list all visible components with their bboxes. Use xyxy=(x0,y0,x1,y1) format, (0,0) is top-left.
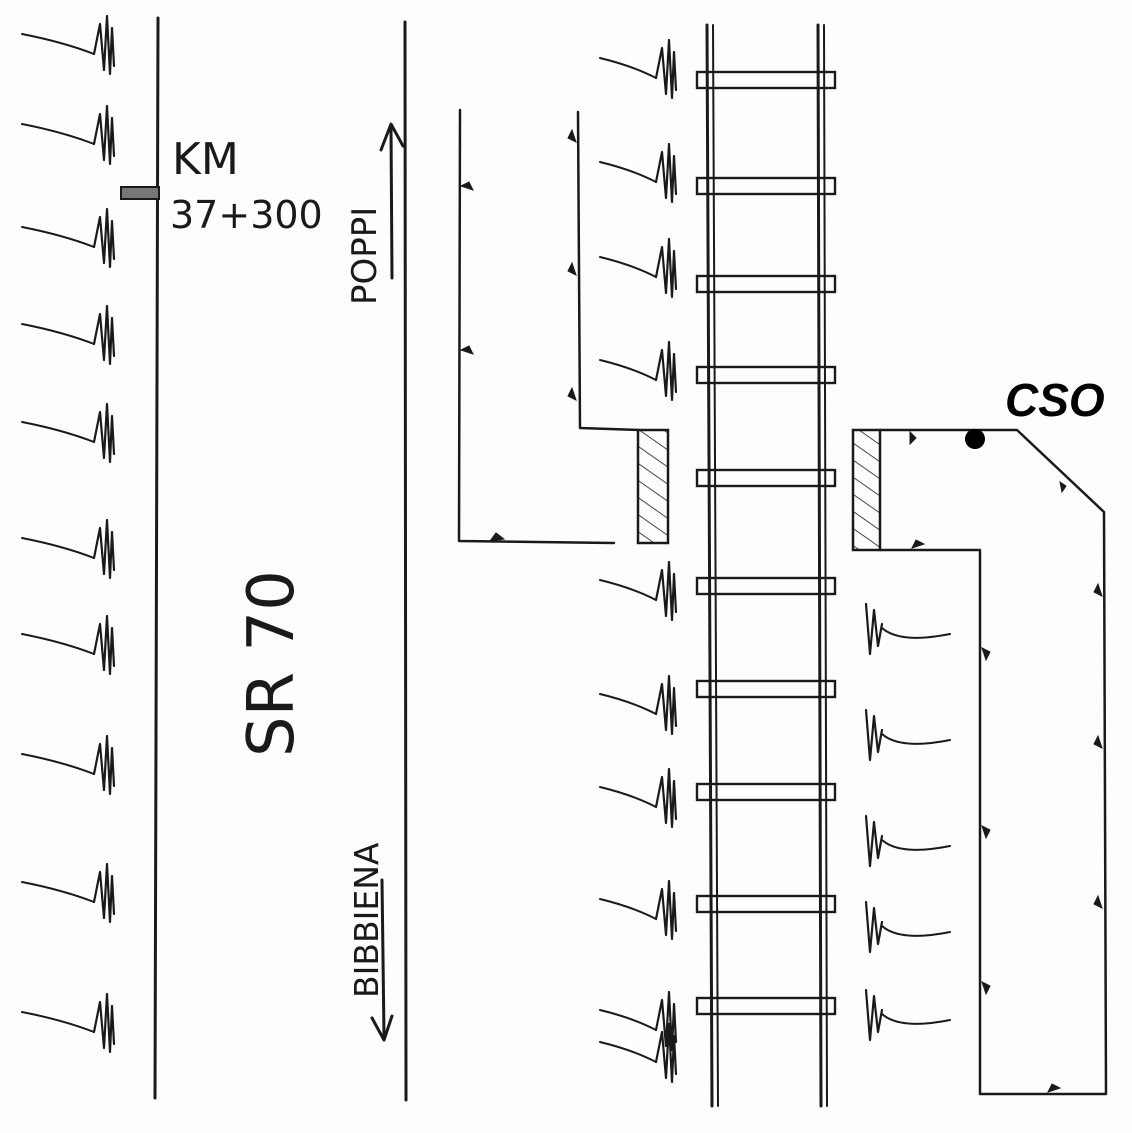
road-edge-left xyxy=(153,16,160,1100)
vegetation-mark xyxy=(21,862,116,924)
rail-sleeper xyxy=(695,782,837,802)
vegetation-mark xyxy=(864,988,951,1042)
fence-tick xyxy=(1093,734,1103,749)
rail-sleeper xyxy=(695,679,837,699)
vegetation-mark xyxy=(599,1022,678,1084)
km-post xyxy=(120,186,160,200)
fence-tick xyxy=(1093,582,1103,597)
vegetation-mark xyxy=(599,674,678,736)
vegetation-mark xyxy=(599,879,678,941)
vegetation-mark xyxy=(21,14,116,76)
vegetation-mark xyxy=(599,142,678,204)
vegetation-mark xyxy=(21,207,116,269)
fence-tick xyxy=(567,261,577,276)
wall-left xyxy=(636,428,670,545)
rail-sleeper xyxy=(695,996,837,1016)
rail-sleeper xyxy=(695,274,837,294)
road-edge-right xyxy=(403,20,408,1102)
direction-bibbiena: BIBBIENA xyxy=(347,842,386,998)
vegetation-mark xyxy=(21,104,116,166)
fence-tick xyxy=(567,386,577,401)
vegetation-mark xyxy=(21,734,116,796)
rail-sleeper xyxy=(695,468,837,488)
cso-point xyxy=(965,429,985,449)
cso-label: CSO xyxy=(1005,374,1105,426)
vegetation-mark xyxy=(864,708,951,762)
vegetation-mark xyxy=(599,767,678,829)
fence-tick xyxy=(981,825,991,840)
fence-tick xyxy=(1093,894,1103,909)
vegetation-mark xyxy=(21,518,116,580)
vegetation-mark xyxy=(21,614,116,676)
vegetation-marks-left xyxy=(21,14,116,1054)
fence-tick xyxy=(459,345,474,355)
fence-tick xyxy=(981,981,991,996)
rail-sleeper xyxy=(695,176,837,196)
fence-tick xyxy=(488,532,506,542)
rail-sleeper xyxy=(695,70,837,90)
vegetation-mark xyxy=(21,992,116,1054)
road-name: SR 70 xyxy=(235,570,309,757)
fence-tick xyxy=(911,539,926,549)
vegetation-mark xyxy=(864,814,951,868)
vegetation-mark xyxy=(21,402,116,464)
vegetation-mark xyxy=(599,990,678,1052)
vegetation-marks-track-right xyxy=(864,602,951,1042)
vegetation-mark xyxy=(599,340,678,402)
rail-sleeper xyxy=(695,576,837,596)
rail-sleeper xyxy=(695,365,837,385)
fence-tick xyxy=(1047,1083,1062,1093)
km-label: KM xyxy=(172,134,239,185)
vegetation-mark xyxy=(864,900,951,954)
vegetation-mark xyxy=(599,560,678,622)
fence-tick xyxy=(1059,480,1067,494)
rail-sleepers xyxy=(695,70,837,1016)
direction-poppi: POPPI xyxy=(345,207,385,305)
vegetation-mark xyxy=(21,304,116,366)
fence-tick xyxy=(567,128,577,143)
vegetation-mark xyxy=(864,602,951,656)
arrow-south-icon xyxy=(370,878,394,1042)
arrow-north-icon xyxy=(379,122,405,280)
railway xyxy=(695,23,837,1108)
vegetation-mark xyxy=(599,38,678,100)
fence-ticks xyxy=(459,128,1103,1093)
rail-sleeper xyxy=(695,894,837,914)
km-value: 37+300 xyxy=(170,193,323,237)
fence-right xyxy=(851,428,1108,1096)
fence-tick xyxy=(459,181,474,191)
vegetation-mark xyxy=(599,237,678,299)
vegetation-marks-track-left xyxy=(599,38,678,1084)
wall-right xyxy=(851,428,882,552)
fence-left xyxy=(457,108,670,545)
fence-tick xyxy=(981,647,991,662)
fence-tick xyxy=(909,430,917,446)
